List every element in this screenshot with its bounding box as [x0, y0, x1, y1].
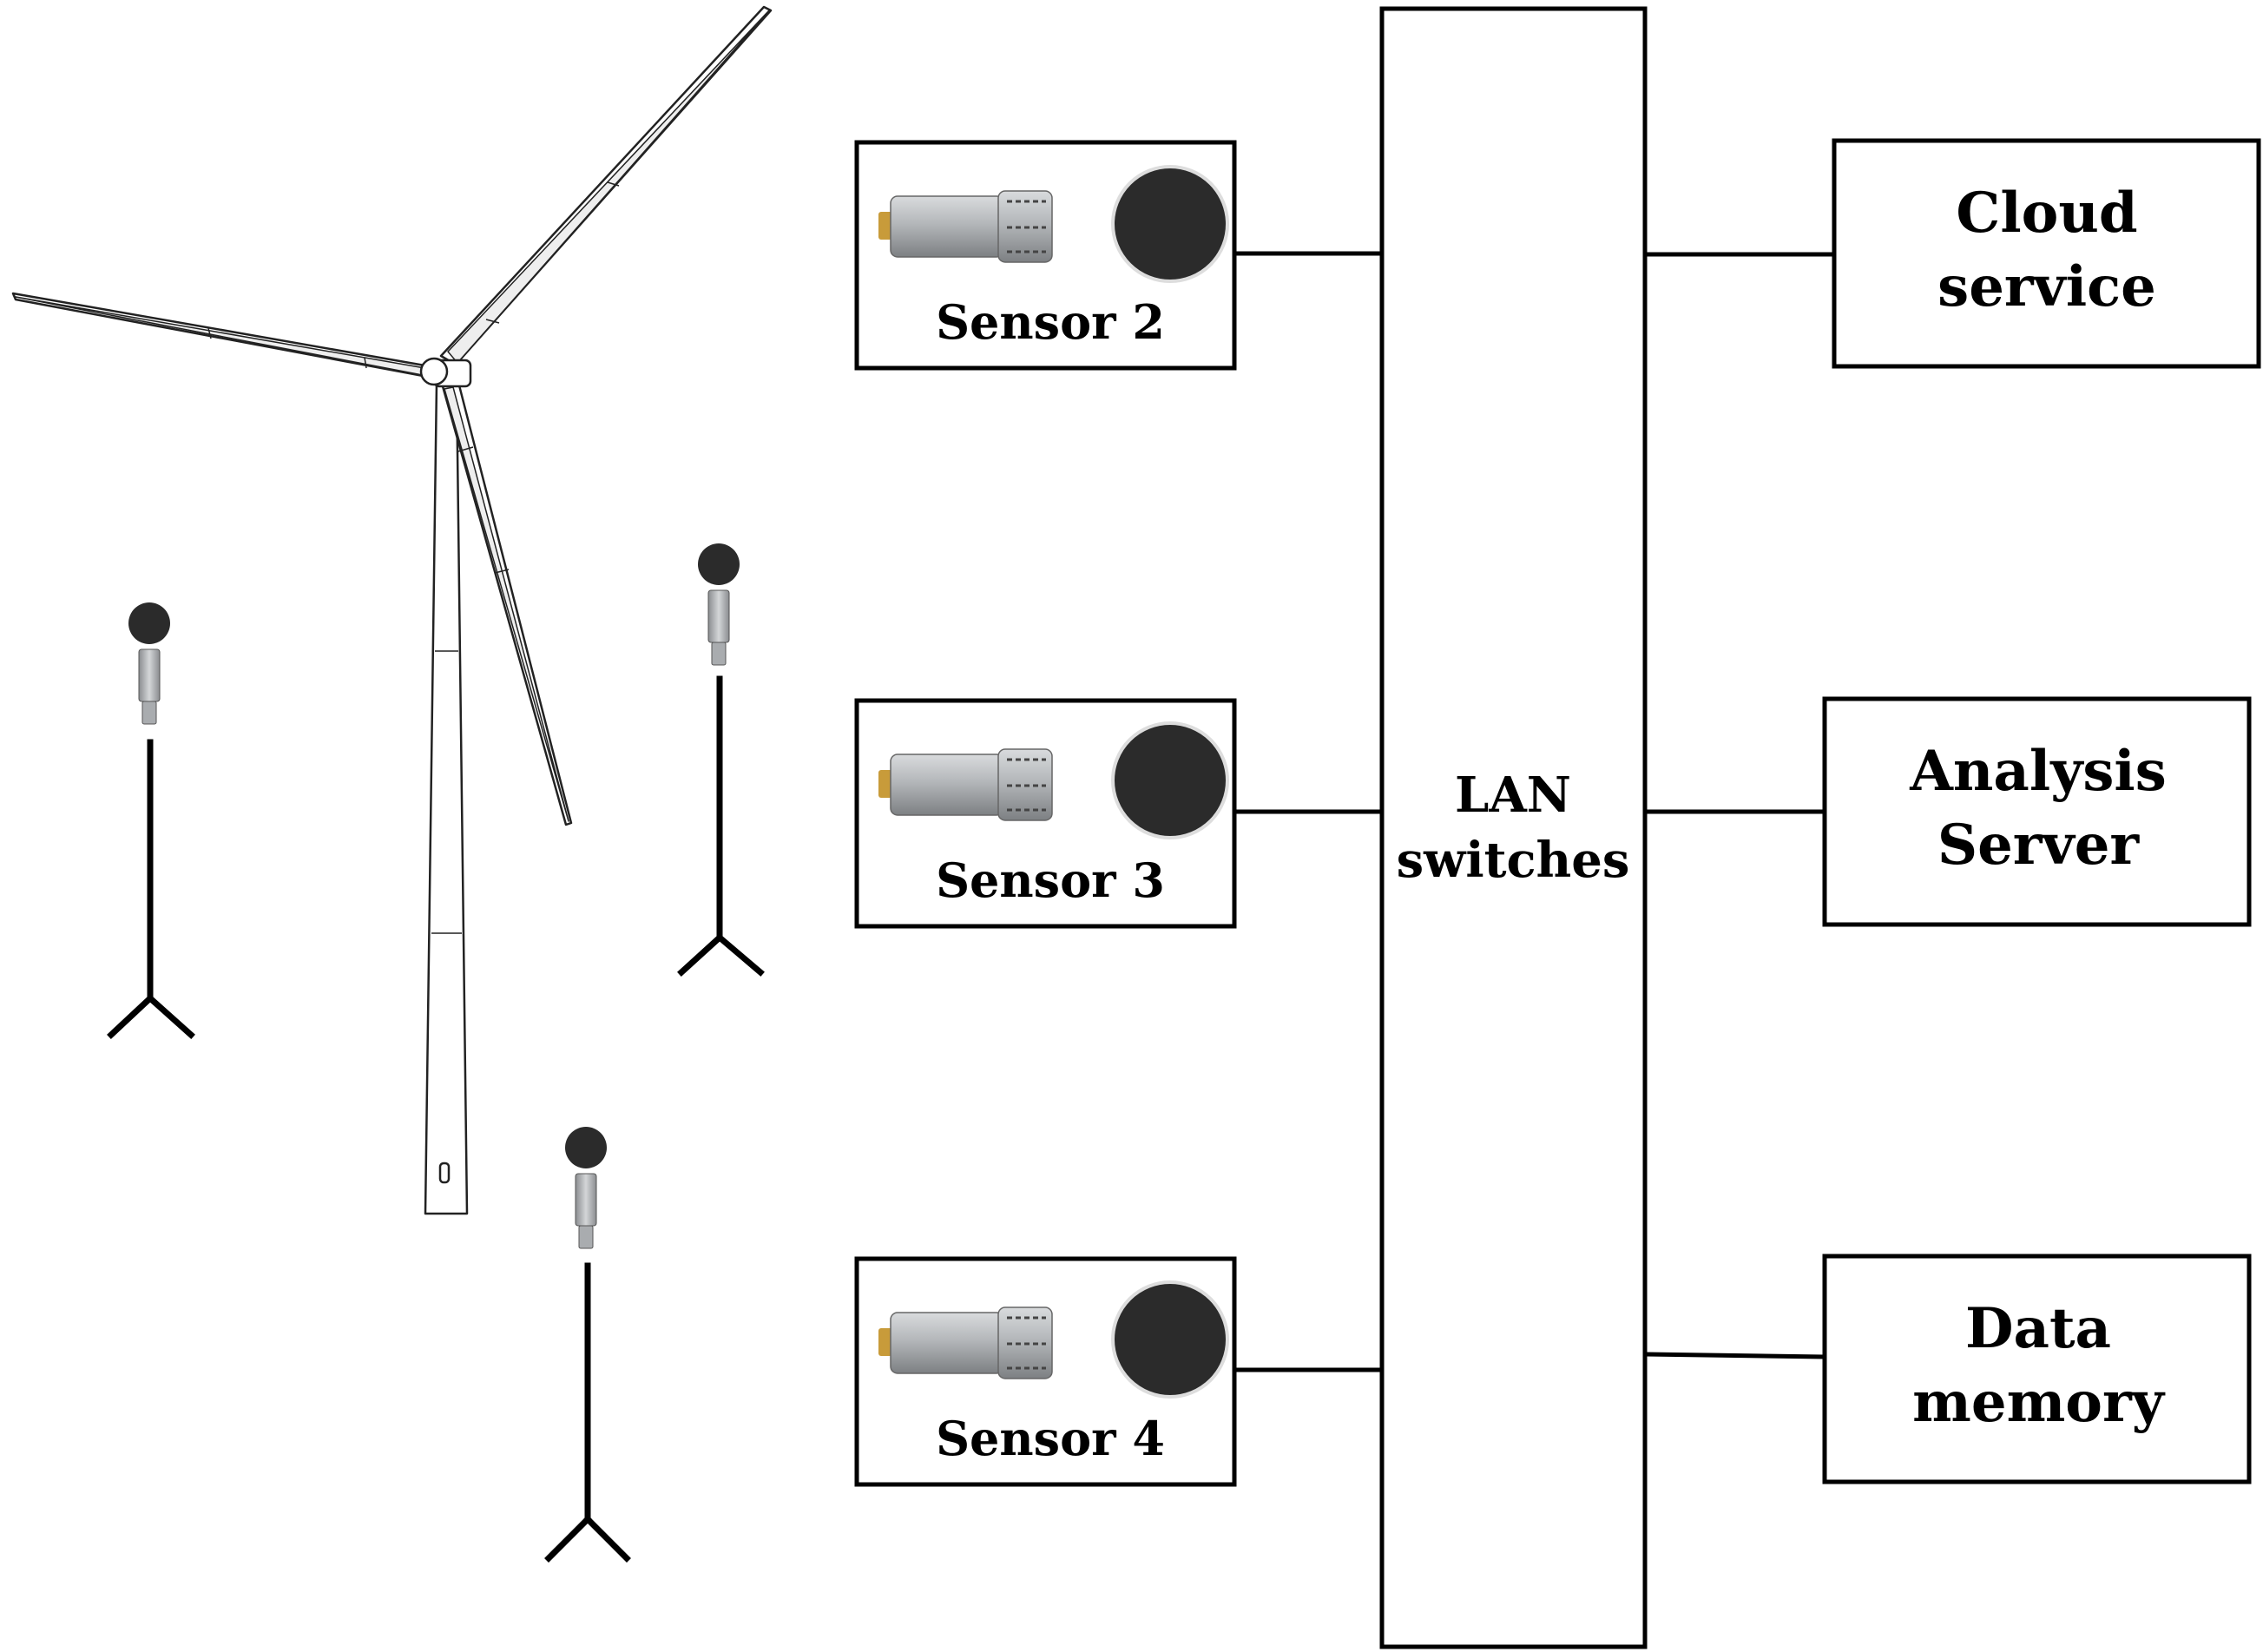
sensor-box-2: Sensor 2 [854, 140, 1237, 371]
connection-lines [1234, 251, 1834, 1372]
analysis-server-line2: Server [1937, 813, 2141, 878]
microphone-icon [878, 1280, 1229, 1399]
data-memory-line2: memory [1912, 1370, 2166, 1435]
sensor-box-3: Sensor 3 [854, 698, 1237, 929]
turbine-blade-upper [439, 5, 773, 366]
turbine-door [438, 1162, 451, 1184]
tripod-stand-icon [107, 739, 195, 1039]
turbine-tower [424, 380, 469, 1215]
wind-turbine-icon [11, 5, 773, 1215]
turbine-hub [419, 357, 449, 386]
analysis-server-box: Analysis Server [1822, 696, 2252, 927]
sensor-label: Sensor 3 [936, 852, 1165, 908]
link-switch-memory [1644, 1352, 1826, 1359]
cloud-service-line2: service [1937, 254, 2156, 319]
microphone-icon [698, 543, 740, 666]
data-memory-box: Data memory [1822, 1254, 2252, 1484]
lan-switch-label-line2: switches [1397, 832, 1630, 889]
field-microphone-1 [107, 602, 195, 1039]
lan-switch-label-line1: LAN [1455, 767, 1571, 824]
cloud-service-box: Cloud service [1832, 138, 2261, 369]
field-microphone-3 [544, 1127, 631, 1563]
microphone-icon [128, 602, 170, 725]
lan-switch-box: LAN switches [1379, 6, 1648, 1649]
sensor-label: Sensor 2 [936, 294, 1165, 350]
microphone-icon [878, 721, 1229, 839]
tripod-stand-icon [677, 675, 765, 977]
microphone-icon [878, 165, 1229, 283]
turbine-blade-left [11, 292, 434, 379]
cloud-service-line1: Cloud [1956, 181, 2137, 246]
sensor-label: Sensor 4 [936, 1411, 1165, 1466]
sensor-box-4: Sensor 4 [854, 1256, 1237, 1487]
tripod-stand-icon [544, 1262, 631, 1563]
field-microphone-2 [677, 543, 765, 977]
analysis-server-line1: Analysis [1909, 739, 2167, 804]
microphone-icon [565, 1127, 607, 1249]
data-memory-line1: Data [1965, 1296, 2111, 1361]
